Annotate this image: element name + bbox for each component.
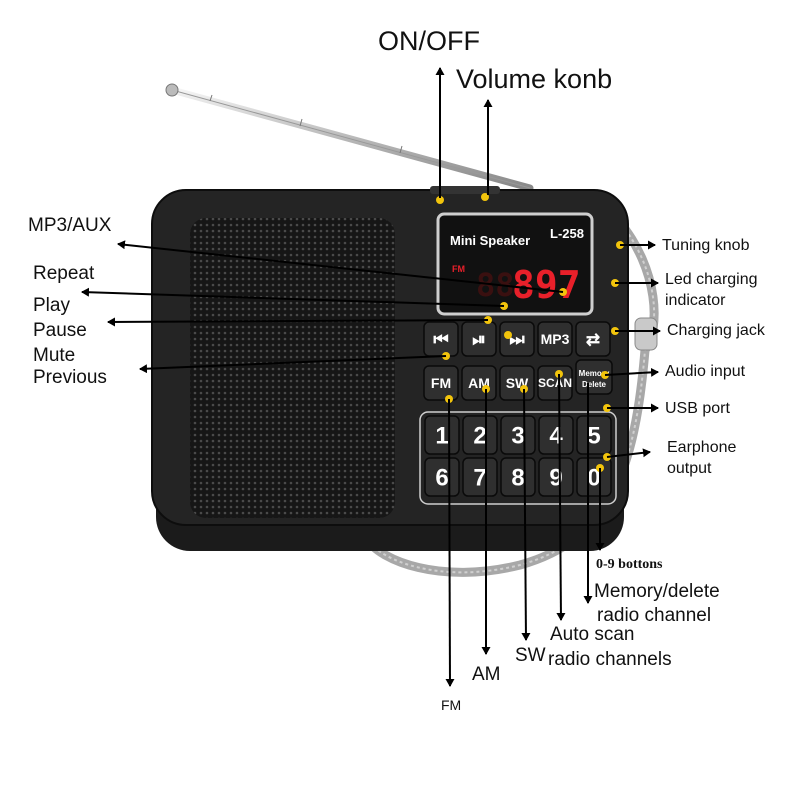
play-pause-key-label: ⏯ xyxy=(472,330,486,349)
number-key-6[interactable]: 6 xyxy=(424,457,460,497)
label-mute: Mute xyxy=(33,345,76,366)
fm-key[interactable]: FM xyxy=(423,365,459,401)
label-fm: FM xyxy=(441,697,462,713)
lcd-display: Mini Speaker L-258 FM 88 897 xyxy=(436,212,594,316)
label-previous: Previous xyxy=(33,367,107,388)
prev-key-label: ⏮ xyxy=(433,330,448,349)
number-key-3-label: 3 xyxy=(511,422,524,449)
label-charging-jack: Charging jack xyxy=(667,322,765,339)
label-on-off: ON/OFF xyxy=(378,26,480,56)
number-key-7[interactable]: 7 xyxy=(462,457,498,497)
label-led-charging: Led charging xyxy=(665,271,758,288)
label-auto-scan: Auto scan xyxy=(550,624,635,645)
number-key-1[interactable]: 1 xyxy=(424,415,460,455)
repeat-key[interactable]: ⇄ xyxy=(575,321,611,357)
prev-key[interactable]: ⏮ xyxy=(423,321,459,357)
am-key[interactable]: AM xyxy=(461,365,497,401)
label-pause: Pause xyxy=(33,320,87,341)
label-earphone-output: output xyxy=(667,460,712,477)
next-key-label: ⏭ xyxy=(509,330,525,349)
number-key-0-label: 0 xyxy=(587,464,600,491)
number-key-3[interactable]: 3 xyxy=(500,415,536,455)
number-key-8[interactable]: 8 xyxy=(500,457,536,497)
label-play: Play xyxy=(33,295,70,316)
number-key-2[interactable]: 2 xyxy=(462,415,498,455)
label-radio-channels: radio channels xyxy=(548,649,672,670)
scan-key[interactable]: SCAN xyxy=(537,365,573,401)
brand-text: Mini Speaker xyxy=(450,233,530,248)
repeat-key-label: ⇄ xyxy=(586,330,600,349)
label-tuning-knob: Tuning knob xyxy=(662,237,750,254)
number-key-4[interactable]: 4 xyxy=(538,415,574,455)
label-volume-knob: Volume konb xyxy=(456,64,613,94)
play-pause-key[interactable]: ⏯ xyxy=(461,321,497,357)
next-key[interactable]: ⏭ xyxy=(499,321,535,357)
label-usb-port: USB port xyxy=(665,400,730,417)
mp3-key[interactable]: MP3 xyxy=(537,321,573,357)
label-mp3-aux: MP3/AUX xyxy=(28,215,112,236)
frequency-readout: 897 xyxy=(512,263,581,307)
mp3-key-label: MP3 xyxy=(541,331,570,347)
label-digit-buttons: 0-9 bottons xyxy=(596,557,663,572)
memory-delete-key-label: Memory xyxy=(579,369,610,378)
speaker-grille xyxy=(190,218,395,518)
number-key-9[interactable]: 9 xyxy=(538,457,574,497)
label-radio-channel: radio channel xyxy=(597,605,712,626)
scan-key-label: SCAN xyxy=(538,376,572,390)
number-key-8-label: 8 xyxy=(511,464,524,491)
number-key-0[interactable]: 0 xyxy=(576,457,612,497)
number-key-4-label: 4 xyxy=(549,422,563,449)
band-indicator: FM xyxy=(452,264,465,274)
number-key-1-label: 1 xyxy=(435,422,448,449)
number-key-7-label: 7 xyxy=(473,464,486,491)
memory-delete-key-sub: Delete xyxy=(582,380,607,389)
label-earphone: Earphone xyxy=(667,439,737,456)
label-repeat: Repeat xyxy=(33,263,95,284)
number-key-5-label: 5 xyxy=(587,422,600,449)
callout-lines xyxy=(81,67,661,687)
number-key-2-label: 2 xyxy=(473,422,486,449)
number-pad-frame xyxy=(419,411,617,505)
antenna xyxy=(165,83,534,192)
label-memory-delete: Memory/delete xyxy=(594,581,720,602)
sw-key[interactable]: SW xyxy=(499,365,535,401)
label-audio-input: Audio input xyxy=(665,363,746,380)
model-text: L-258 xyxy=(550,226,584,241)
fm-key-label: FM xyxy=(431,375,451,391)
label-sw: SW xyxy=(515,645,546,666)
label-led-indicator: indicator xyxy=(665,292,726,309)
label-am: AM xyxy=(472,664,501,685)
number-key-5[interactable]: 5 xyxy=(576,415,612,455)
number-key-6-label: 6 xyxy=(435,464,448,491)
